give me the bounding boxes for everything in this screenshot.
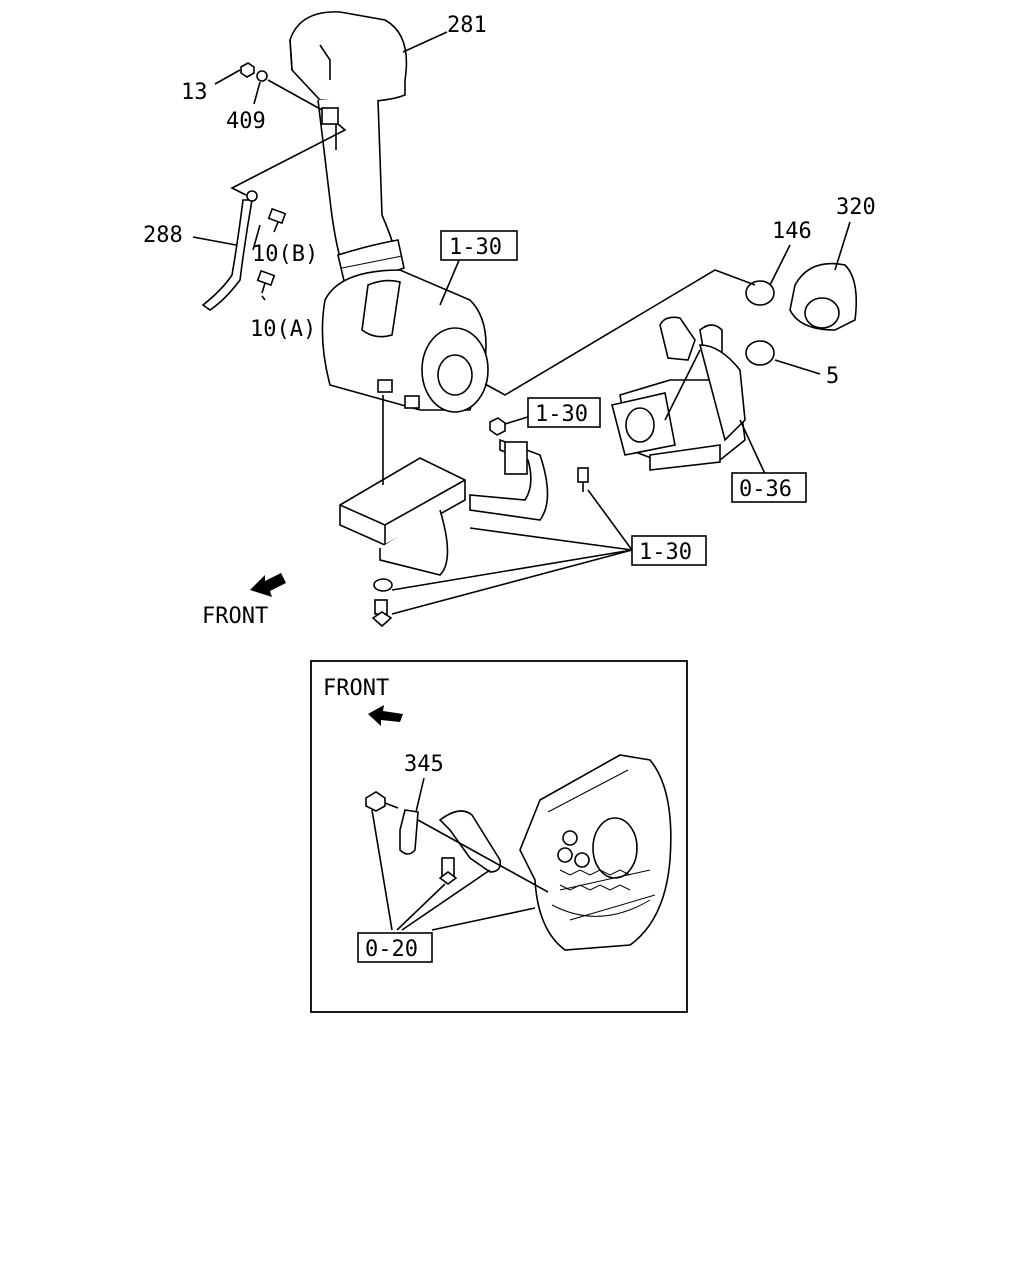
inset-front-label: FRONT xyxy=(323,676,389,701)
leader-lines xyxy=(192,31,851,615)
ref-box-0-20 xyxy=(357,932,433,963)
inset-diagram: FRONT 345 xyxy=(310,660,688,1013)
main-diagram: FRONT 281 13 409 288 10(B) 10(A) 1-30 14… xyxy=(143,11,876,629)
inset-leader-lines xyxy=(371,777,549,931)
callout-5: 5 xyxy=(826,364,839,389)
callout-288: 288 xyxy=(143,223,183,248)
ref-1-30-bottom[interactable]: 1-30 xyxy=(639,540,692,565)
air-cleaner-part xyxy=(321,269,489,413)
ref-0-36[interactable]: 0-36 xyxy=(739,477,792,502)
front-arrow-icon xyxy=(250,573,286,597)
ref-box-1-30-mid xyxy=(527,397,601,428)
ref-box-1-30-top xyxy=(440,230,518,261)
bolt-10a-part xyxy=(256,269,276,294)
hose-clamps-part xyxy=(745,280,775,366)
hose-part xyxy=(789,262,858,331)
front-label: FRONT xyxy=(202,604,268,629)
bolt-10b-part xyxy=(267,207,287,233)
callout-146: 146 xyxy=(772,219,812,244)
callout-10a: 10(A) xyxy=(250,317,316,342)
inset-frame xyxy=(310,660,688,1013)
turbocharger-part xyxy=(611,316,746,471)
ref-1-30-mid[interactable]: 1-30 xyxy=(535,402,588,427)
flywheel-housing-part xyxy=(519,754,672,951)
callout-10b: 10(B) xyxy=(252,242,318,267)
callout-345: 345 xyxy=(404,752,444,777)
inset-front-arrow-icon xyxy=(368,705,403,726)
ref-box-0-36 xyxy=(731,472,807,503)
bolt-part xyxy=(365,791,399,812)
ref-1-30-top[interactable]: 1-30 xyxy=(449,235,502,260)
mount-hardware-part xyxy=(371,417,589,628)
ref-box-1-30-bottom xyxy=(631,535,707,566)
callout-281: 281 xyxy=(447,13,487,38)
callout-13: 13 xyxy=(181,80,208,105)
callout-320: 320 xyxy=(836,195,876,220)
support-bracket-part xyxy=(438,810,502,885)
callout-409: 409 xyxy=(226,109,266,134)
washer-409-part xyxy=(256,70,268,82)
nut-13-part xyxy=(240,62,255,78)
air-cleaner-bracket-part xyxy=(339,438,549,576)
bracket-288-part xyxy=(201,62,287,311)
clip-345-part xyxy=(399,809,419,855)
ref-0-20[interactable]: 0-20 xyxy=(365,937,418,962)
